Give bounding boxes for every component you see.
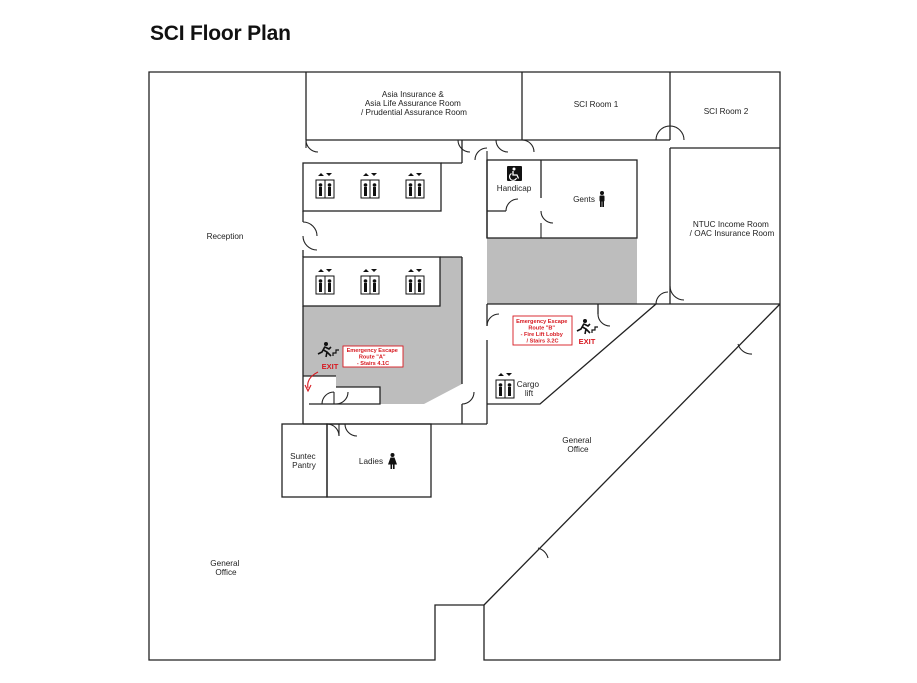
running-man-exit-icon: [576, 319, 598, 335]
exit-arrow: [307, 371, 319, 389]
shaded-core-left: [303, 257, 462, 404]
wheelchair-icon: [507, 166, 522, 181]
room-handicap: Handicap: [497, 184, 532, 193]
man-icon: [599, 191, 605, 207]
route-a-box: [342, 345, 404, 368]
exit-arrowhead: [304, 384, 312, 393]
room-ntuc: NTUC Income Room / OAC Insurance Room: [690, 220, 775, 238]
page-title: SCI Floor Plan: [150, 22, 291, 45]
woman-icon: [388, 453, 397, 469]
room-ladies: Ladies: [359, 457, 383, 466]
room-suntec-pantry: Suntec Pantry: [290, 452, 318, 470]
elevator-icon: [360, 269, 380, 295]
room-general-office-left: General Office: [210, 559, 241, 577]
room-reception: Reception: [207, 232, 244, 241]
route-a-exit-label: EXIT: [322, 362, 339, 371]
room-sci-2: SCI Room 2: [704, 107, 749, 116]
elevator-icon: [315, 173, 335, 199]
shaded-core-right: [487, 238, 637, 304]
room-gents: Gents: [573, 195, 595, 204]
elevator-icon: [405, 173, 425, 199]
elevator-icon: [360, 173, 380, 199]
room-general-office-right: General Office: [562, 436, 593, 454]
elevator-icon: [405, 269, 425, 295]
room-asia-insurance: Asia Insurance & Asia Life Assurance Roo…: [361, 90, 467, 117]
outer-wall: [148, 71, 781, 661]
running-man-exit-icon: [317, 342, 339, 358]
cargo-lift-icon: [495, 373, 515, 399]
room-sci-1: SCI Room 1: [574, 100, 619, 109]
route-b-box: [512, 315, 573, 346]
route-b-text: Emergency Escape Route "B" - Fire Lift L…: [516, 319, 569, 345]
elevator-icon: [315, 269, 335, 295]
route-a-text: Emergency Escape Route "A" - Stairs 4.1C: [347, 348, 400, 367]
route-b-exit-label: EXIT: [579, 337, 596, 346]
room-cargo-lift: Cargo lift: [517, 380, 542, 398]
